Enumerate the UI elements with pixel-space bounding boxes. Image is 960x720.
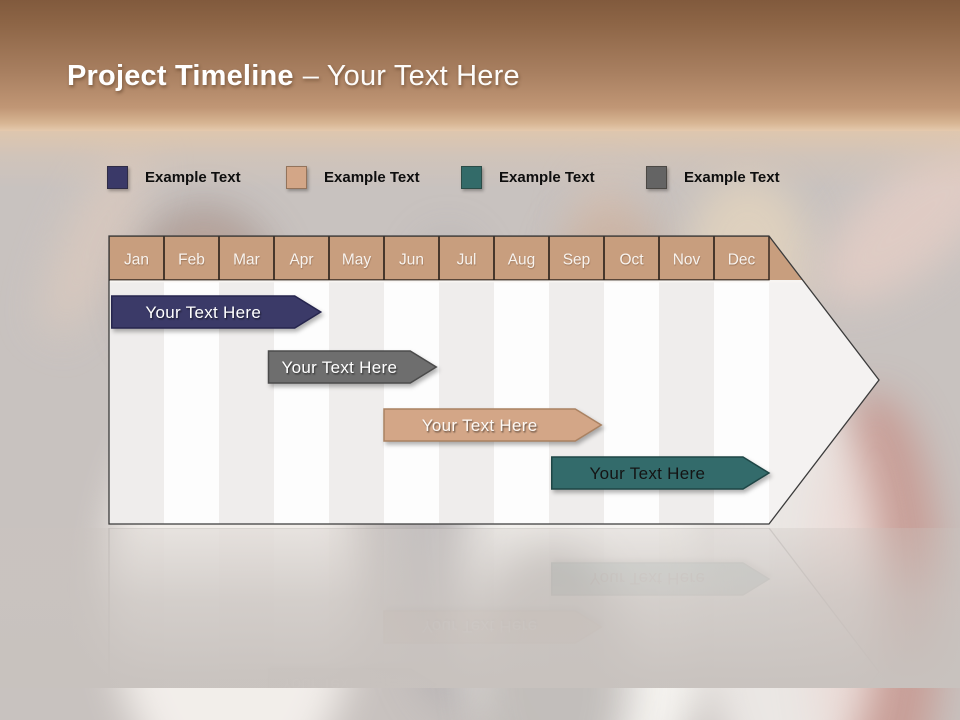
month-column [439, 282, 494, 524]
page-title-primary: Project Timeline [67, 60, 294, 92]
month-label-mar: Mar [233, 252, 260, 269]
month-header-cell [713, 236, 770, 281]
month-label-aug: Aug [508, 252, 536, 269]
month-label-may: May [342, 252, 372, 269]
legend-label: Example Text [324, 169, 420, 186]
bar-label-2: Your Text Here [282, 358, 398, 377]
month-column [329, 282, 384, 524]
month-column [384, 282, 439, 524]
month-label-jun: Jun [399, 252, 424, 269]
legend-label: Example Text [499, 169, 595, 186]
legend-swatch-gray [646, 166, 667, 189]
month-label-oct: Oct [619, 252, 644, 269]
timeline-bar-3 [383, 408, 603, 442]
legend-item-3: Example Text [461, 166, 595, 189]
page-title-secondary: – Your Text Here [302, 60, 520, 92]
month-label-dec: Dec [728, 252, 756, 269]
month-label-jul: Jul [457, 252, 477, 269]
chart-outline [108, 235, 880, 525]
legend-swatch-teal [461, 166, 482, 189]
bar-label-4: Your Text Here [590, 464, 706, 483]
legend-label: Example Text [684, 169, 780, 186]
timeline-bar-4 [551, 456, 771, 490]
slide-header: Project Timeline– Your Text Here [0, 0, 960, 131]
legend-item-4: Example Text [646, 166, 780, 189]
month-label-nov: Nov [673, 252, 701, 269]
month-label-jan: Jan [124, 252, 149, 269]
page-title: Project Timeline– Your Text Here [67, 60, 520, 93]
bar-label-1: Your Text Here [145, 303, 261, 322]
timeline-bar-1 [111, 295, 323, 329]
legend-item-1: Example Text [107, 166, 241, 189]
timeline-bar-2 [267, 350, 438, 384]
month-label-apr: Apr [289, 252, 313, 269]
legend-swatch-navy [107, 166, 128, 189]
bar-label-3: Your Text Here [422, 416, 538, 435]
month-label-sep: Sep [563, 252, 591, 269]
reflection-fade [0, 528, 960, 688]
month-label-feb: Feb [178, 252, 205, 269]
legend-label: Example Text [145, 169, 241, 186]
legend-item-2: Example Text [286, 166, 420, 189]
month-header-band [109, 236, 849, 280]
legend-swatch-tan [286, 166, 307, 189]
month-column [494, 282, 549, 524]
chart-reflection: JanFebMarAprMayJunJulAugSepOctNovDecYour… [0, 528, 960, 688]
